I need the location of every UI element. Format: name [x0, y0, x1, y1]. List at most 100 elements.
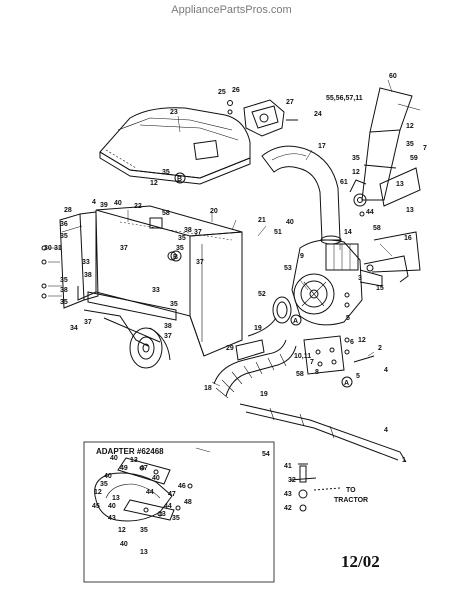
callout-c-20: 20 [210, 208, 218, 215]
callout-c-58c: 58 [296, 371, 304, 378]
callout-c-52: 52 [258, 291, 266, 298]
callout-c-33b: 33 [152, 287, 160, 294]
callout-c-19b: 19 [260, 391, 268, 398]
callout-c-35a: 35 [406, 141, 414, 148]
callout-a-13a: 13 [130, 457, 138, 464]
adapter-inset-box [83, 441, 275, 583]
tow-bar [239, 231, 421, 463]
callout-a-40d: 40 [152, 475, 160, 482]
callout-c-33a: 33 [82, 259, 90, 266]
adapter-title: ADAPTER #62468 [96, 447, 164, 456]
to-tractor-line2: TRACTOR [334, 497, 368, 504]
callout-c-32: 32 [288, 477, 296, 484]
callout-c-35h: 35 [60, 299, 68, 306]
callout-c-1: 1 [402, 457, 406, 464]
callout-c-37a: 37 [120, 245, 128, 252]
callout-c-37c: 37 [196, 259, 204, 266]
callout-c-29: 29 [226, 345, 234, 352]
callout-c-38a: 38 [184, 227, 192, 234]
adapter-assembly [94, 457, 193, 522]
callout-c-58b: 58 [162, 210, 170, 217]
callout-a-47b: 47 [168, 491, 176, 498]
chute-bracket [227, 99, 298, 137]
callout-c-16: 16 [404, 235, 412, 242]
watermark: AppliancePartsPros.com [171, 4, 292, 16]
callout-a-13d: 13 [140, 549, 148, 556]
callout-a-12b: 12 [118, 527, 126, 534]
callout-c-23: 23 [170, 109, 178, 116]
callout-c-25: 25 [218, 89, 226, 96]
callout-c-28: 28 [64, 207, 72, 214]
callout-c-55: 55,56,57,11 [326, 95, 363, 102]
callout-c-38b: 38 [84, 272, 92, 279]
callout-c-35f: 35 [176, 245, 184, 252]
callout-c-40b: 40 [286, 219, 294, 226]
ref-letter-b-top: B [177, 176, 182, 183]
callout-a-48: 48 [184, 499, 192, 506]
callout-a-40b: 40 [104, 473, 112, 480]
callout-c-14: 14 [344, 229, 352, 236]
callout-c-21: 21 [258, 217, 266, 224]
callout-c-38d: 38 [164, 323, 172, 330]
callout-a-47a: 47 [140, 465, 148, 472]
inlet-hopper [349, 87, 421, 217]
callout-c-39: 39 [100, 202, 108, 209]
ref-marker-b-bin [170, 250, 182, 262]
callout-c-40a: 40 [114, 200, 122, 207]
callout-c-35g: 35 [60, 277, 68, 284]
callout-c-12a: 12 [406, 123, 414, 130]
callout-c-4: 4 [92, 199, 96, 206]
hood-cover [99, 107, 251, 185]
callout-c-58a: 58 [373, 225, 381, 232]
callout-a-35a: 35 [100, 481, 108, 488]
callout-c-8: 8 [315, 369, 319, 376]
callout-a-35c: 35 [140, 527, 148, 534]
callout-c-35e: 35 [178, 235, 186, 242]
callout-c-4c: 4 [384, 427, 388, 434]
hitch-bracket [303, 335, 375, 375]
ref-letter-a-bracket: A [344, 380, 349, 387]
callout-c-9: 9 [300, 253, 304, 260]
callout-c-13a: 13 [396, 181, 404, 188]
callout-c-30: 30 [44, 245, 52, 252]
callout-c-15: 15 [376, 285, 384, 292]
callout-c-35d: 35 [60, 233, 68, 240]
callout-a-46: 46 [178, 483, 186, 490]
callout-c-5b: 5 [356, 373, 360, 380]
hitch-pin-assembly [289, 463, 341, 512]
callout-c-53: 53 [284, 265, 292, 272]
callout-c-17: 17 [318, 143, 326, 150]
callout-c-18: 18 [204, 385, 212, 392]
date-code: 12/02 [341, 552, 380, 571]
callout-c-24: 24 [314, 111, 322, 118]
callout-c-44: 44 [366, 209, 374, 216]
callout-c-54: 54 [262, 451, 270, 458]
callout-c-35b: 35 [352, 155, 360, 162]
callout-a-40e: 40 [120, 541, 128, 548]
callout-a-45: 45 [92, 503, 100, 510]
callout-c-26: 26 [232, 87, 240, 94]
callout-a-12a: 12 [94, 489, 102, 496]
callout-c-5: 5 [346, 315, 350, 322]
callout-c-61: 61 [340, 179, 348, 186]
ref-marker-a-engine [290, 314, 302, 326]
callout-c-12c: 12 [150, 180, 158, 187]
callout-a-49: 49 [120, 465, 128, 472]
vacuum-hose [213, 317, 297, 399]
callout-c-36: 36 [60, 221, 68, 228]
callout-c-41: 41 [284, 463, 292, 470]
callout-a-13c: 13 [158, 511, 166, 518]
callout-a-13b: 13 [112, 495, 120, 502]
callout-c-12d: 12 [358, 337, 366, 344]
callout-c-27: 27 [286, 99, 294, 106]
callout-c-4b: 4 [384, 367, 388, 374]
cart-frame [83, 291, 177, 369]
side-panel [41, 211, 99, 309]
callout-c-13b: 13 [406, 207, 414, 214]
ref-marker-b-top [174, 172, 186, 184]
callout-a-44a: 44 [146, 489, 154, 496]
callout-c-37b: 37 [194, 229, 202, 236]
callout-c-6: 6 [350, 339, 354, 346]
